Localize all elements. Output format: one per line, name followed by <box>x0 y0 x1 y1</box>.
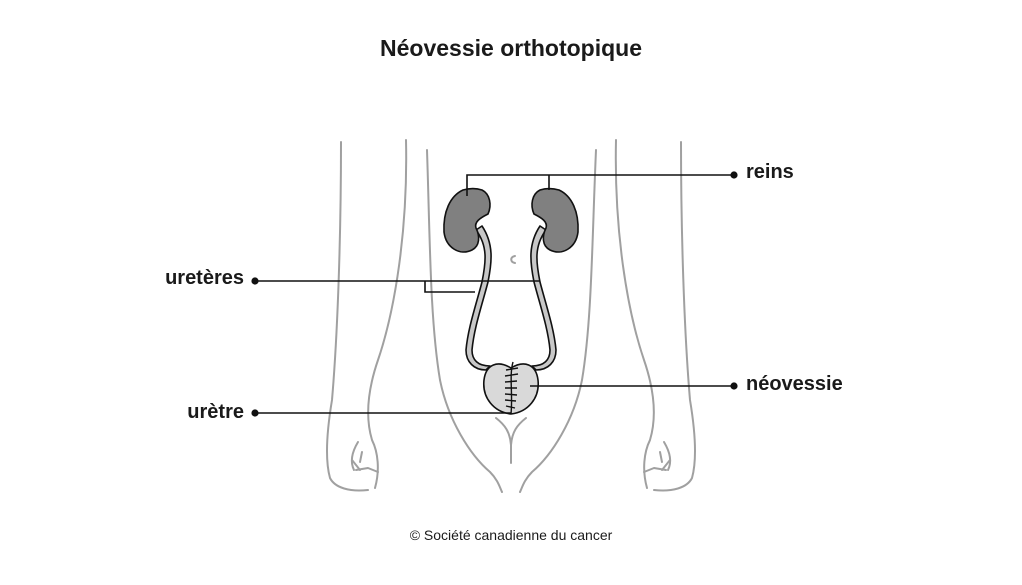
neobladder-suture <box>504 361 519 415</box>
urethra-outline <box>495 417 527 464</box>
neovessie-leader-dot <box>730 382 738 390</box>
ureteres-leader <box>255 280 540 293</box>
left-arm-inner <box>367 139 408 489</box>
neobladder <box>483 361 539 415</box>
right-arm-inner <box>614 139 655 489</box>
right-kidney <box>531 187 579 253</box>
label-uretre: urètre <box>187 401 244 423</box>
label-neovessie: néovessie <box>746 373 843 395</box>
label-reins: reins <box>746 161 794 183</box>
left-torso <box>426 149 503 493</box>
uretre-leader-dot <box>251 409 259 417</box>
left-arm-outer <box>326 141 369 492</box>
leader-lines <box>251 171 738 417</box>
copyright-credit: © Société canadienne du cancer <box>409 527 613 543</box>
diagram-title: Néovessie orthotopique <box>380 35 642 61</box>
left-kidney <box>443 187 491 253</box>
ureteres-leader-dot <box>251 277 259 285</box>
body-silhouette <box>326 139 696 493</box>
reins-leader-dot <box>730 171 738 179</box>
reins-leader <box>466 174 734 196</box>
right-arm-outer <box>653 141 696 492</box>
right-hand <box>643 441 672 473</box>
navel <box>510 255 516 264</box>
right-torso <box>519 149 597 493</box>
left-hand <box>350 441 379 473</box>
label-ureteres: uretères <box>165 267 244 289</box>
ureters <box>465 225 557 371</box>
